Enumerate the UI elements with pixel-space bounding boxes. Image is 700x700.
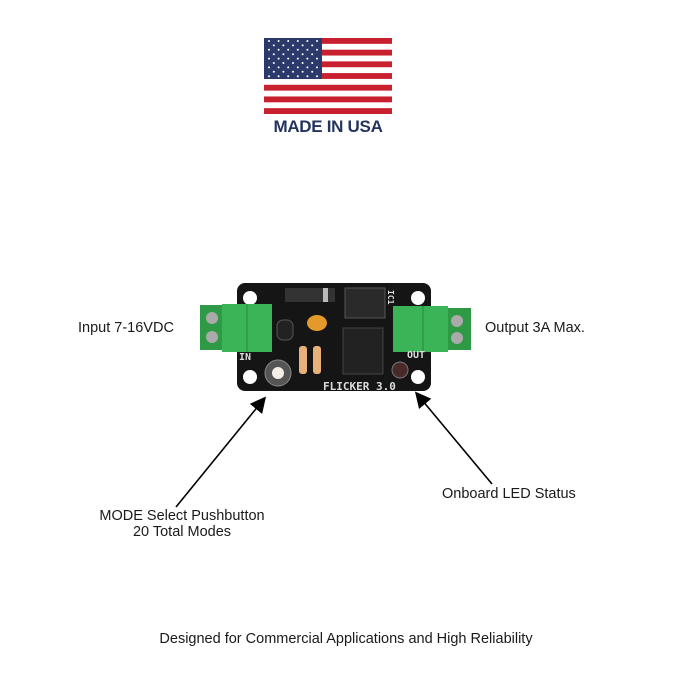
flag-star [287,75,290,78]
flag-star [277,40,280,42]
output-label: Output 3A Max. [485,320,585,336]
flag-star [268,66,270,69]
flag-star [282,53,285,56]
mode-button-label: MODE Select Pushbutton 20 Total Modes [82,508,282,540]
flag-star [311,62,314,64]
flag-star [316,48,318,51]
flag-stripe [264,61,392,68]
flag-star [292,70,294,73]
flag-star [268,75,270,78]
flag-star [296,75,299,78]
footer-text: Designed for Commercial Applications and… [159,631,533,647]
board-name-silkscreen: FLICKER 3.0 [323,380,396,393]
flag-star [268,57,270,60]
flag-star [282,44,285,47]
flag-star [306,75,309,78]
flag-star [311,53,314,56]
us-flag-icon [264,38,392,114]
flag-stripe [264,96,392,103]
flag-stripe [264,49,392,56]
made-in-usa-text: MADE IN USA [273,117,383,136]
flag-star [311,70,314,73]
flag-star [301,44,304,47]
mode-button-label-line2: 20 Total Modes [132,524,232,540]
flag-star [287,66,290,69]
flag-star [282,70,285,73]
mode-button-arrow [175,396,267,508]
led-label: Onboard LED Status [442,486,576,502]
flag-star [301,70,304,73]
flag-star [292,62,294,64]
flag-star [296,48,299,51]
led-arrow [414,391,493,485]
flag-star [277,57,280,60]
flag-stripe [264,84,392,91]
flag-star [306,40,309,42]
flag-star [316,66,318,69]
flag-star [282,62,285,64]
flag-star [287,48,290,51]
flag-star [301,62,304,64]
flag-star [272,70,275,73]
flag-star [292,53,294,56]
output-terminal-screws [447,308,471,350]
flag-star [306,57,309,60]
input-label: Input 7-16VDC [78,320,174,336]
flag-star [316,57,318,60]
flag-star [272,44,275,47]
flag-star [316,75,318,78]
flicker-board-image: IN OUT FLICKER 3.0 IC1 [200,283,471,393]
flag-stripe [264,108,392,114]
flag-stripe [264,38,392,44]
ic1-silkscreen: IC1 [386,290,395,305]
flag-star [316,40,318,42]
input-terminal-screws [200,305,222,350]
flag-star [311,44,314,47]
in-silkscreen: IN [239,352,251,363]
flag-star [272,62,275,64]
flag-star [296,66,299,69]
flag-star [268,40,270,42]
flag-stripe [264,73,392,79]
flag-star [296,40,299,42]
flag-star [277,66,280,69]
flag-star [287,57,290,60]
flag-star [272,53,275,56]
flag-star [277,48,280,51]
out-silkscreen: OUT [407,350,425,361]
mode-button-label-line1: MODE Select Pushbutton [99,508,265,524]
flag-star [296,57,299,60]
flag-star [306,66,309,69]
flag-star [287,40,290,42]
flag-star [306,48,309,51]
flag-star [301,53,304,56]
flag-star [277,75,280,78]
flag-star [268,48,270,51]
flag-star [292,44,294,47]
